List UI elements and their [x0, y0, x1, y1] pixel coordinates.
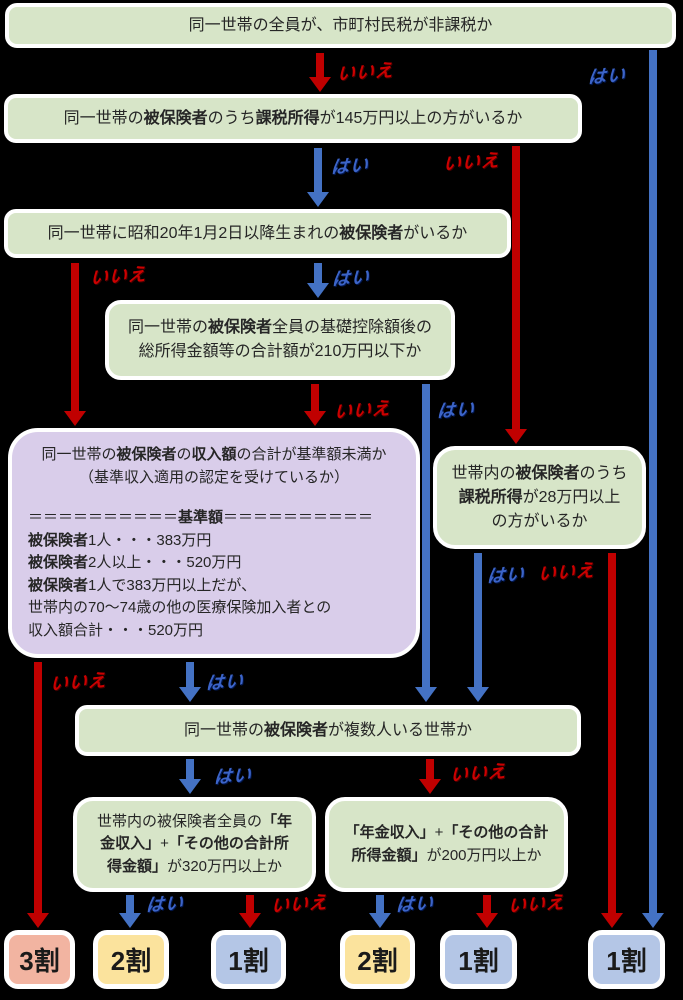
arrow-yes-qr-qm-shaft: [474, 553, 482, 690]
result-1-wari-left: 1割: [211, 930, 286, 989]
node-taxable-income-145-line-1: 同一世帯の被保険者のうち課税所得が145万円以上の方がいるか: [63, 109, 523, 127]
node-pension-income-200-line-1: 「年金収入」+「その他の合計: [344, 824, 549, 841]
arrow-no-qm-qbr-shaft: [426, 759, 434, 782]
result-3-wari: 3割: [4, 930, 75, 989]
arrow-yes-qm-qbl-shaft: [186, 759, 194, 782]
node-taxable-income-145: 同一世帯の被保険者のうち課税所得が145万円以上の方がいるか: [4, 94, 582, 143]
label-yes-qr: はい: [486, 563, 526, 587]
arrowhead-down-red: [309, 77, 331, 92]
arrow-no-qbl-r3-shaft: [246, 895, 254, 916]
label-yes-qp: はい: [205, 670, 245, 694]
node-income-below-standard-line-5: 被保険者1人・・・383万円: [28, 531, 212, 549]
arrow-yes-q2-q3-shaft: [314, 148, 322, 195]
arrow-yes-q3-q4-shaft: [314, 263, 322, 286]
node-pension-income-320-line-3: 得金額」が320万円以上か: [106, 857, 283, 875]
result-2-wari-left: 2割: [93, 930, 169, 989]
node-pension-income-320-line-2: 金収入」+「その他の合計所: [100, 835, 289, 853]
arrowhead-down-blue: [307, 192, 329, 207]
arrowhead-down-blue: [467, 687, 489, 702]
node-taxable-income-28-line-1: 世帯内の被保険者のうち: [451, 464, 628, 482]
node-all-household-tax-exempt: 同一世帯の全員が、市町村民税が非課税か: [5, 3, 676, 48]
label-yes-q1: はい: [587, 64, 627, 88]
arrow-yes-qbr-r4-shaft: [376, 895, 384, 916]
label-yes-q3: はい: [331, 266, 371, 290]
node-income-below-standard-line-3: [28, 489, 400, 507]
node-income-below-standard-line-1: 同一世帯の被保険者の収入額の合計が基準額未満か: [41, 446, 387, 463]
label-yes-q2: はい: [330, 154, 370, 178]
arrowhead-down-red: [64, 411, 86, 426]
node-income-below-standard-line-7: 被保険者1人で383万円以上だが、: [28, 576, 257, 594]
node-multiple-insured-household: 同一世帯の被保険者が複数人いる世帯か: [75, 705, 581, 756]
label-no-q1: いいえ: [336, 59, 395, 85]
arrow-yes-qp-qm-shaft: [186, 662, 194, 690]
node-pension-income-200-line-2: 所得金額」が200万円以上か: [351, 846, 542, 864]
arrow-yes-qbl-r2-shaft: [126, 895, 134, 916]
arrowhead-down-red: [419, 779, 441, 794]
arrowhead-down-red: [601, 913, 623, 928]
result-1-wari-mid: 1割: [440, 930, 517, 989]
label-yes-q4: はい: [436, 398, 476, 422]
arrow-no-q3-qp-shaft: [71, 263, 79, 414]
arrowhead-down-blue: [369, 913, 391, 928]
arrowhead-down-blue: [119, 913, 141, 928]
arrow-no-q4-qp-shaft: [311, 384, 319, 414]
node-income-below-standard-line-2: （基準収入適用の認定を受けているか）: [78, 468, 349, 486]
node-income-below-standard-line-9: 収入額合計・・・520万円: [28, 621, 204, 639]
node-taxable-income-28-line-3: の方がいるか: [491, 512, 588, 530]
arrow-yes-q4-qm-shaft: [422, 384, 430, 690]
label-no-qp: いいえ: [49, 669, 108, 695]
label-yes-qbr: はい: [395, 892, 435, 916]
arrow-no-qp-r1-shaft: [34, 662, 42, 916]
label-no-qbl: いいえ: [270, 891, 329, 917]
node-income-below-standard-line-8: 世帯内の70～74歳の他の医療保険加入者との: [28, 599, 332, 616]
arrowhead-down-red: [505, 429, 527, 444]
node-total-income-210-line-2: 総所得金額等の合計額が210万円以下か: [138, 343, 422, 360]
node-taxable-income-28-line-2: 課税所得が28万円以上: [458, 488, 621, 506]
arrow-no-q2-qr-shaft: [512, 146, 520, 432]
arrowhead-down-red: [239, 913, 261, 928]
node-insured-born-after-showa20: 同一世帯に昭和20年1月2日以降生まれの被保険者がいるか: [4, 209, 511, 258]
arrowhead-down-blue: [415, 687, 437, 702]
label-no-qm: いいえ: [449, 760, 508, 786]
node-pension-income-200: 「年金収入」+「その他の合計所得金額」が200万円以上か: [325, 797, 568, 892]
arrowhead-down-blue: [179, 687, 201, 702]
node-income-below-standard-line-6: 被保険者2人以上・・・520万円: [28, 554, 242, 571]
node-income-below-standard-line-4: ＝＝＝＝＝＝＝＝＝＝基準額＝＝＝＝＝＝＝＝＝＝: [28, 509, 374, 526]
arrow-no-q1-q2-shaft: [316, 53, 324, 80]
label-yes-qm: はい: [213, 764, 253, 788]
node-pension-income-320: 世帯内の被保険者全員の「年金収入」+「その他の合計所得金額」が320万円以上か: [73, 797, 316, 892]
node-all-household-tax-exempt-line-1: 同一世帯の全員が、市町村民税が非課税か: [188, 16, 493, 34]
arrowhead-down-blue: [642, 913, 664, 928]
node-multiple-insured-household-line-1: 同一世帯の被保険者が複数人いる世帯か: [183, 721, 473, 739]
node-insured-born-after-showa20-line-1: 同一世帯に昭和20年1月2日以降生まれの被保険者がいるか: [47, 224, 468, 242]
arrowhead-down-red: [27, 913, 49, 928]
node-total-income-210-line-1: 同一世帯の被保険者全員の基礎控除額後の: [127, 319, 433, 336]
label-no-q2: いいえ: [442, 149, 501, 175]
node-taxable-income-28: 世帯内の被保険者のうち課税所得が28万円以上の方がいるか: [433, 446, 646, 549]
result-1-wari-right: 1割: [588, 930, 665, 989]
arrow-no-qr-r6-shaft: [608, 553, 616, 916]
arrowhead-down-red: [304, 411, 326, 426]
node-income-below-standard: 同一世帯の被保険者の収入額の合計が基準額未満か （基準収入適用の認定を受けているか…: [8, 428, 420, 658]
arrowhead-down-blue: [307, 283, 329, 298]
arrow-yes-q1-r6-shaft: [649, 50, 657, 916]
arrowhead-down-blue: [179, 779, 201, 794]
node-pension-income-320-line-1: 世帯内の被保険者全員の「年: [96, 812, 293, 830]
label-no-q3: いいえ: [89, 263, 148, 289]
label-yes-qbl: はい: [145, 892, 185, 916]
arrowhead-down-red: [476, 913, 498, 928]
label-no-q4: いいえ: [333, 397, 392, 423]
node-total-income-210: 同一世帯の被保険者全員の基礎控除額後の総所得金額等の合計額が210万円以下か: [105, 300, 455, 380]
arrow-no-qbr-r5-shaft: [483, 895, 491, 916]
label-no-qbr: いいえ: [507, 891, 566, 917]
result-2-wari-mid: 2割: [340, 930, 415, 989]
label-no-qr: いいえ: [537, 559, 596, 585]
